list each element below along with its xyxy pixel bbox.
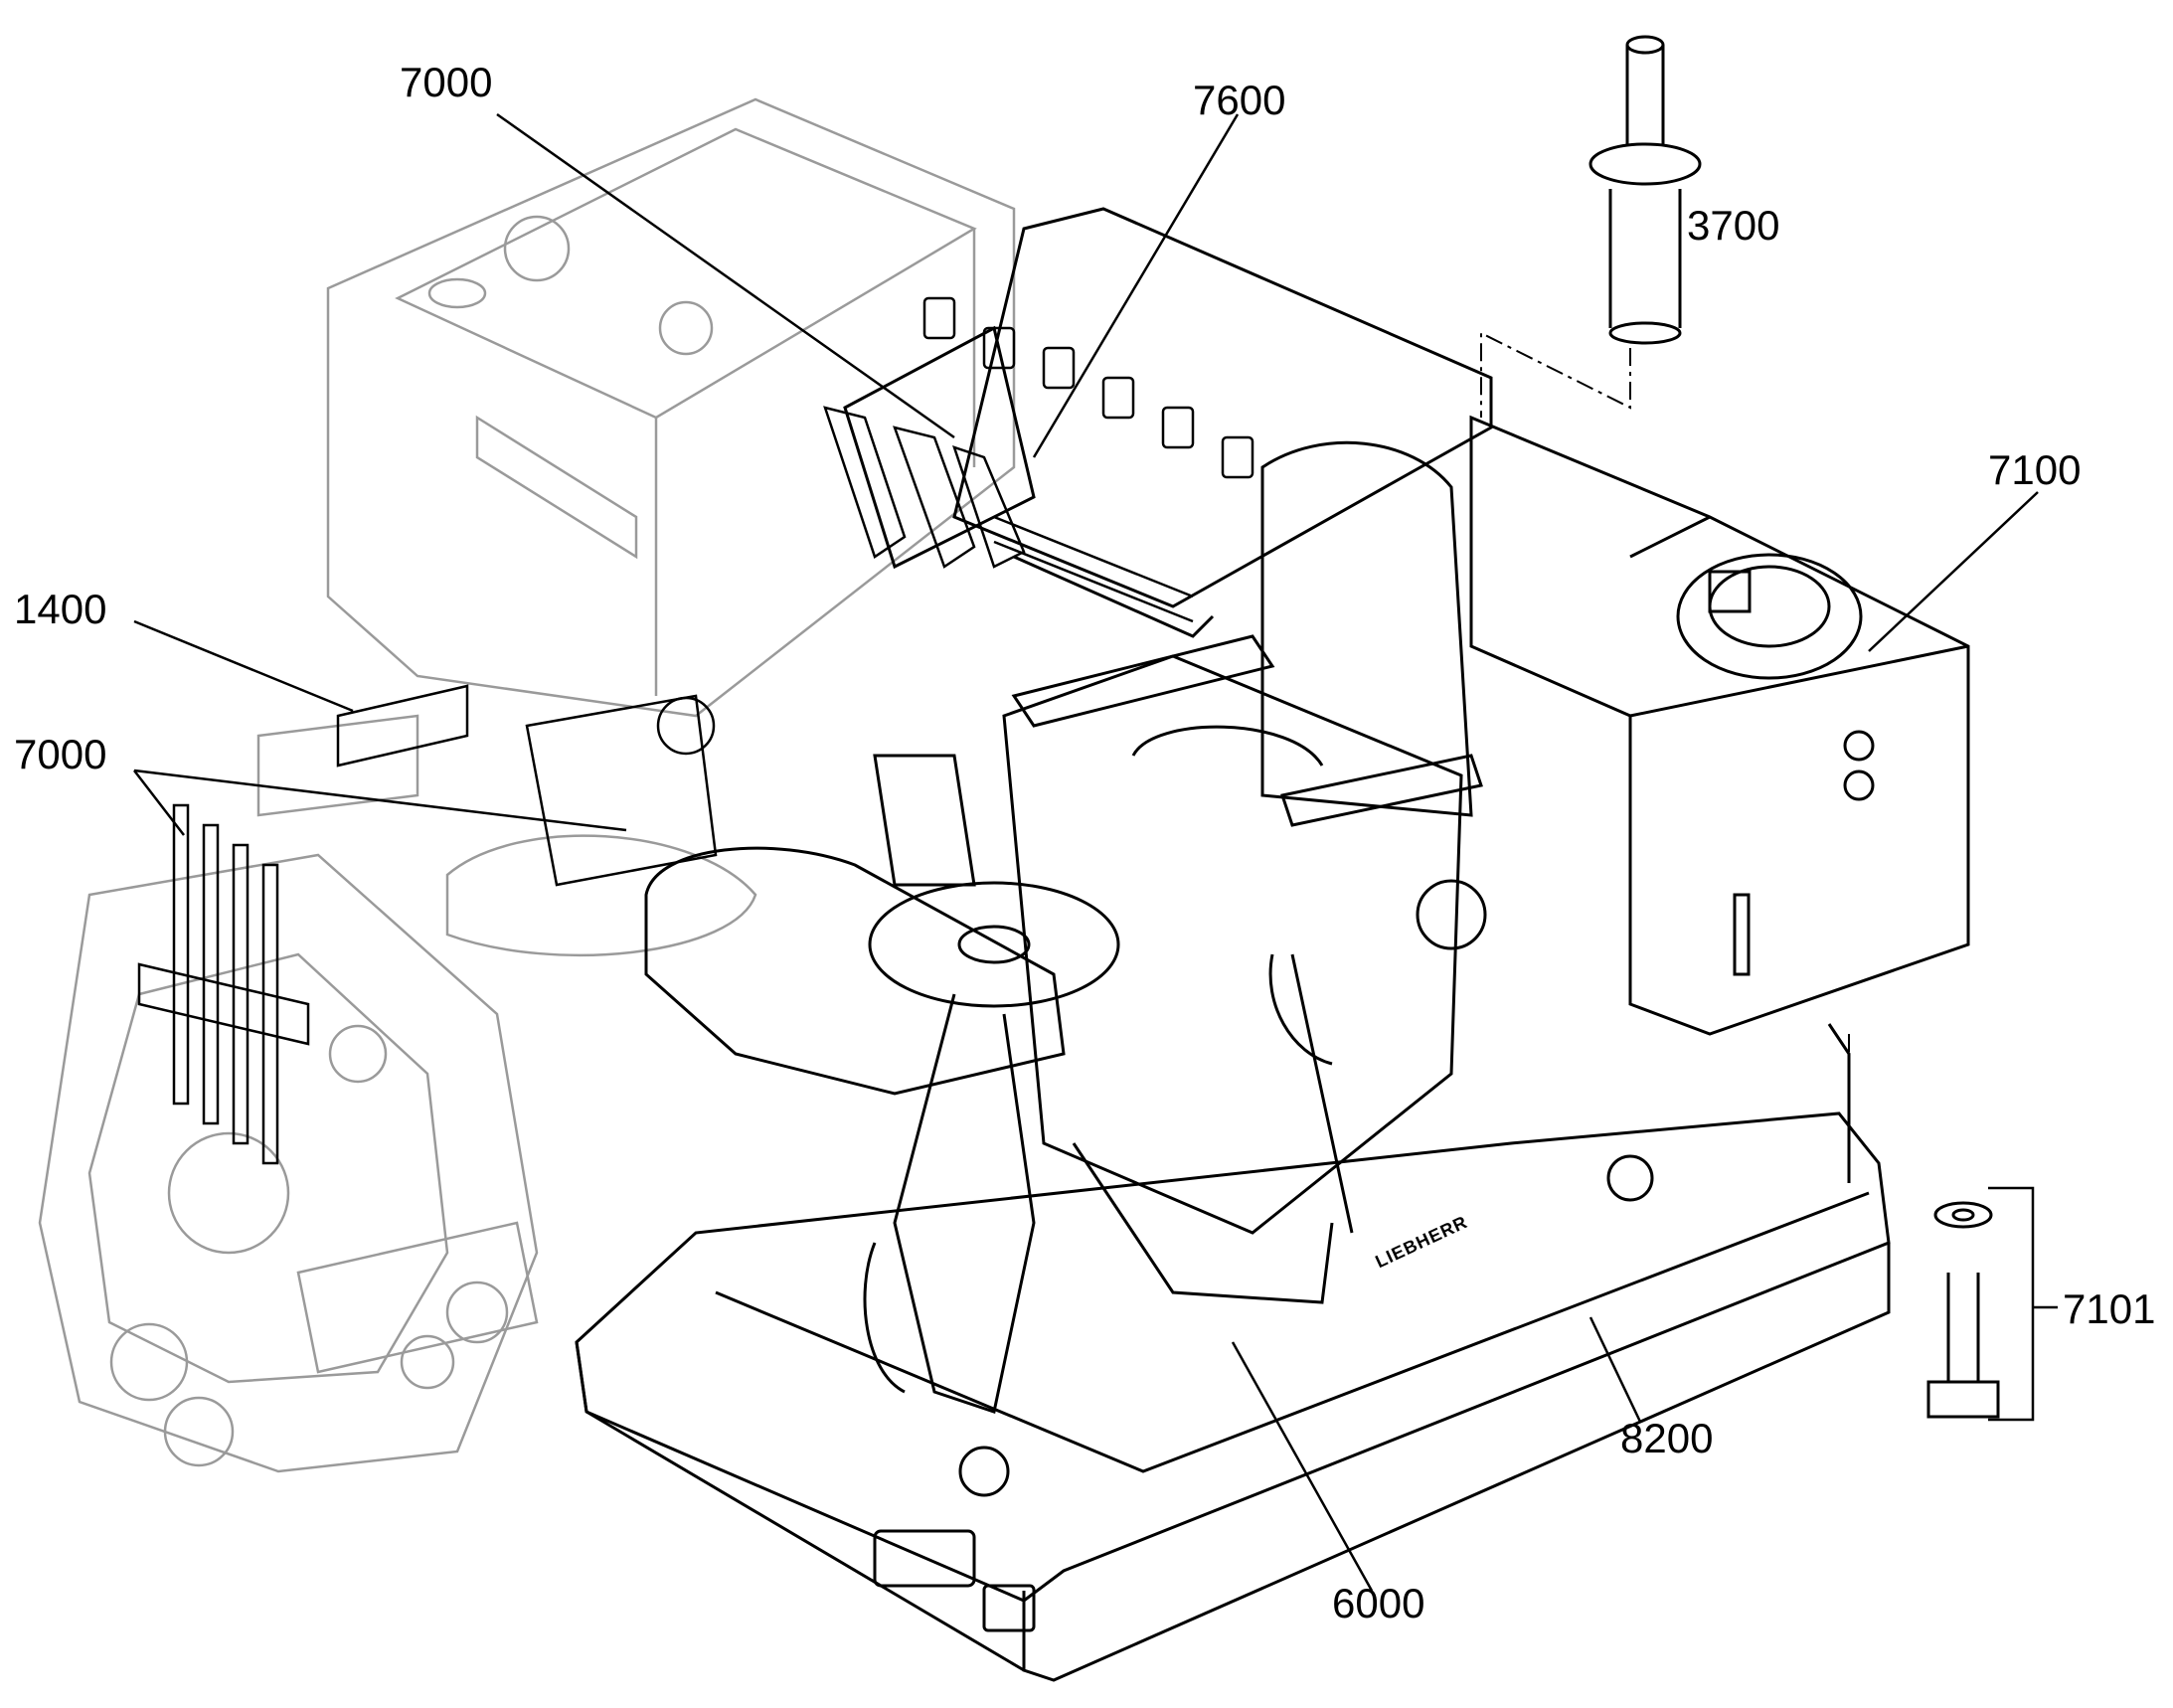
connector-plugs [137,803,310,1165]
ghost-frame-structure [38,97,1016,1473]
lever-assembly [336,684,718,887]
callout-3700: 3700 [1687,202,1780,249]
callout-7600: 7600 [1193,77,1286,123]
callout-6000: 6000 [1332,1580,1425,1626]
part-3700-axis-line [1480,331,1631,418]
cab-floor-plate [575,1111,1891,1682]
hydraulic-tank [1469,415,1970,1036]
callout-7100: 7100 [1988,446,2082,493]
part-3700-pin [1588,35,1702,345]
operator-seat [1002,440,1487,1304]
callout-8200: 8200 [1620,1415,1714,1461]
control-valve-block [823,207,1493,638]
callout-7000-top: 7000 [400,59,493,105]
steering-console [644,754,1354,1414]
bracket-7101 [1988,1186,2058,1422]
callout-7000-left: 7000 [14,731,107,777]
leader-lines [133,112,2039,1592]
callout-7101: 7101 [2063,1285,2156,1332]
part-7101-bolt-washer [1827,1023,2000,1419]
callout-1400: 1400 [14,586,107,632]
